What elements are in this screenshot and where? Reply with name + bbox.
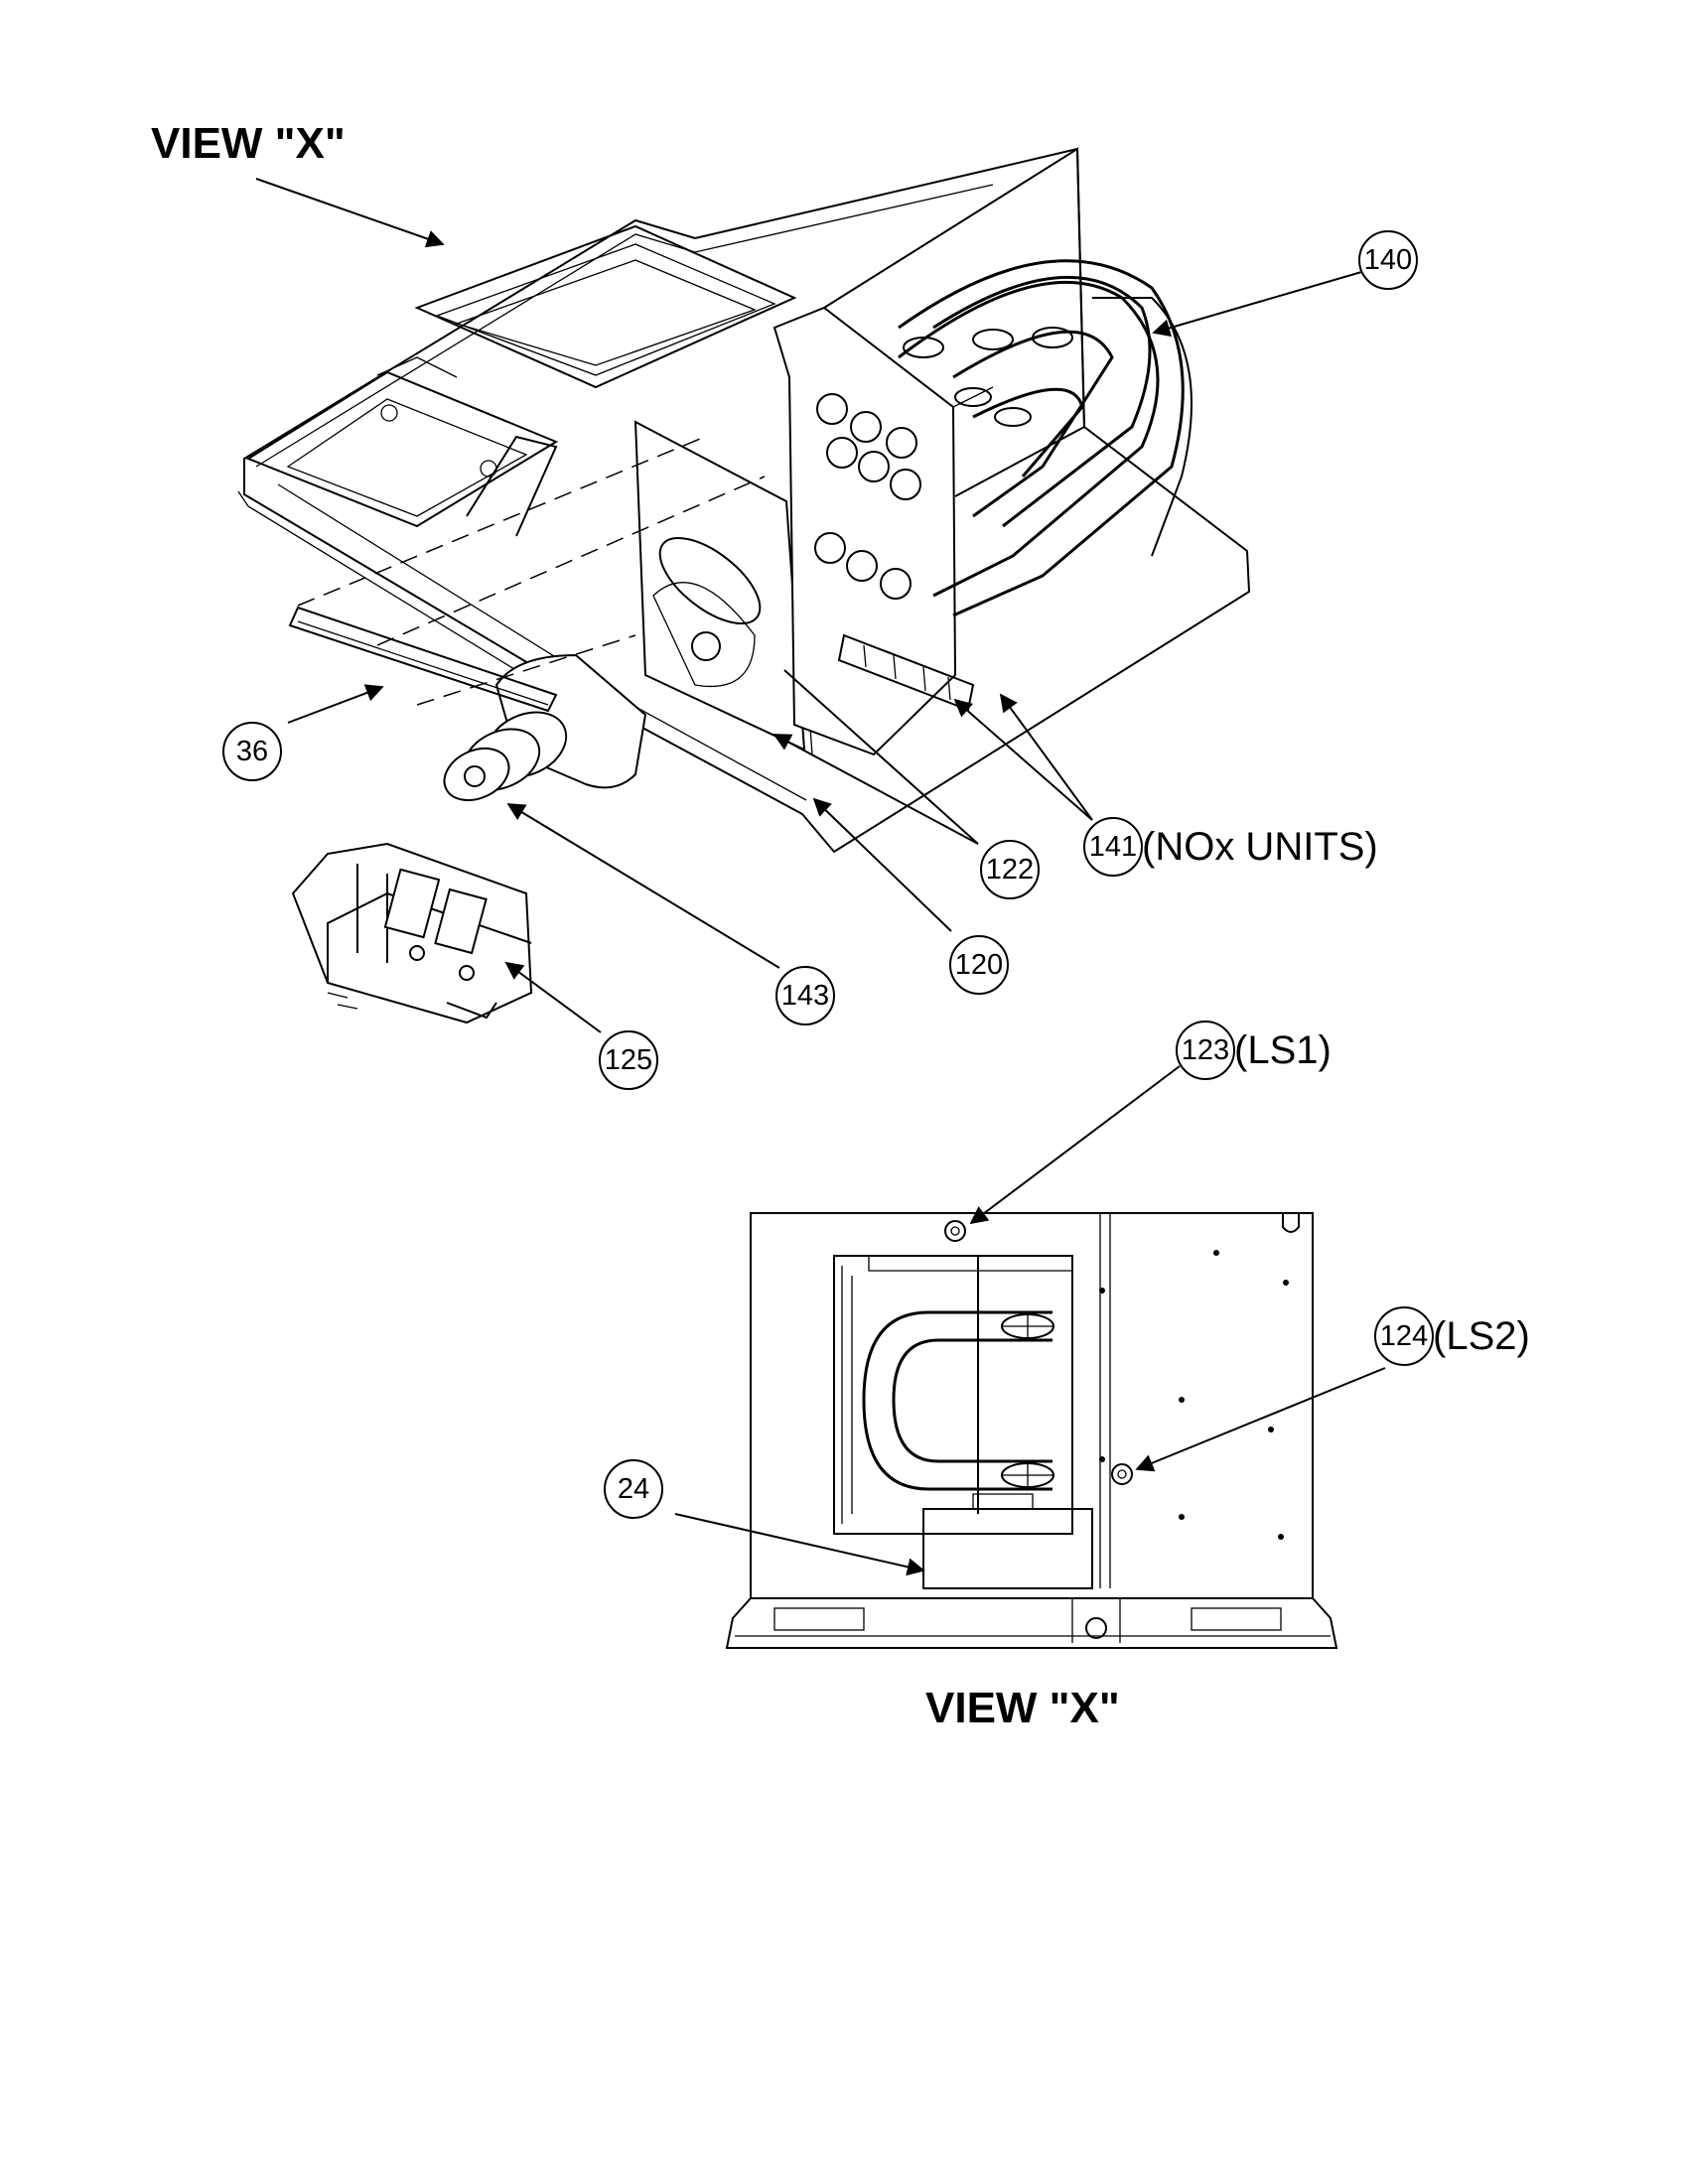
svg-text:143: 143 <box>781 980 829 1012</box>
leader-122b <box>783 669 979 845</box>
callout-24: 24 <box>604 1459 663 1519</box>
leader-124 <box>1135 1367 1386 1472</box>
callout-140: 140 <box>1358 230 1418 290</box>
callout-141: 141 (NOx UNITS) <box>1083 817 1378 877</box>
svg-text:24: 24 <box>618 1473 649 1505</box>
svg-text:123: 123 <box>1182 1034 1229 1066</box>
callout-125: 125 <box>599 1030 658 1090</box>
view-x-title-bottom: VIEW "X" <box>925 1684 1120 1732</box>
svg-text:125: 125 <box>605 1044 652 1076</box>
callout-36: 36 <box>222 722 282 781</box>
callout-123-note: (LS1) <box>1234 1028 1332 1072</box>
callout-143: 143 <box>775 966 835 1025</box>
callout-124-note: (LS2) <box>1433 1314 1530 1358</box>
view-x-title-top: VIEW "X" <box>151 119 346 168</box>
svg-text:120: 120 <box>955 949 1003 981</box>
gas-valve-control-drawing <box>291 842 533 1024</box>
furnace-chassis-drawing <box>237 147 1251 854</box>
view-x-elevation-drawing <box>725 1212 1338 1649</box>
svg-text:140: 140 <box>1364 244 1412 276</box>
leader-143 <box>506 803 780 969</box>
leader-120 <box>812 797 952 932</box>
view-x-direction-arrow <box>255 178 445 248</box>
leader-24 <box>674 1513 925 1576</box>
svg-text:122: 122 <box>986 854 1034 886</box>
callout-120: 120 <box>949 935 1009 995</box>
leader-140 <box>1152 269 1369 338</box>
leader-36 <box>287 684 384 724</box>
callout-124: 124 (LS2) <box>1374 1306 1530 1366</box>
leader-141b <box>999 693 1093 821</box>
leader-122 <box>772 734 979 845</box>
svg-text:36: 36 <box>236 736 268 767</box>
callout-122: 122 <box>980 840 1040 899</box>
svg-text:141: 141 <box>1089 831 1137 863</box>
leader-125 <box>504 961 602 1033</box>
svg-text:124: 124 <box>1380 1320 1428 1352</box>
callout-123: 123 (LS1) <box>1176 1021 1332 1080</box>
leader-123 <box>969 1065 1181 1225</box>
callout-141-note: (NOx UNITS) <box>1142 825 1378 869</box>
leader-141a <box>953 698 1093 821</box>
